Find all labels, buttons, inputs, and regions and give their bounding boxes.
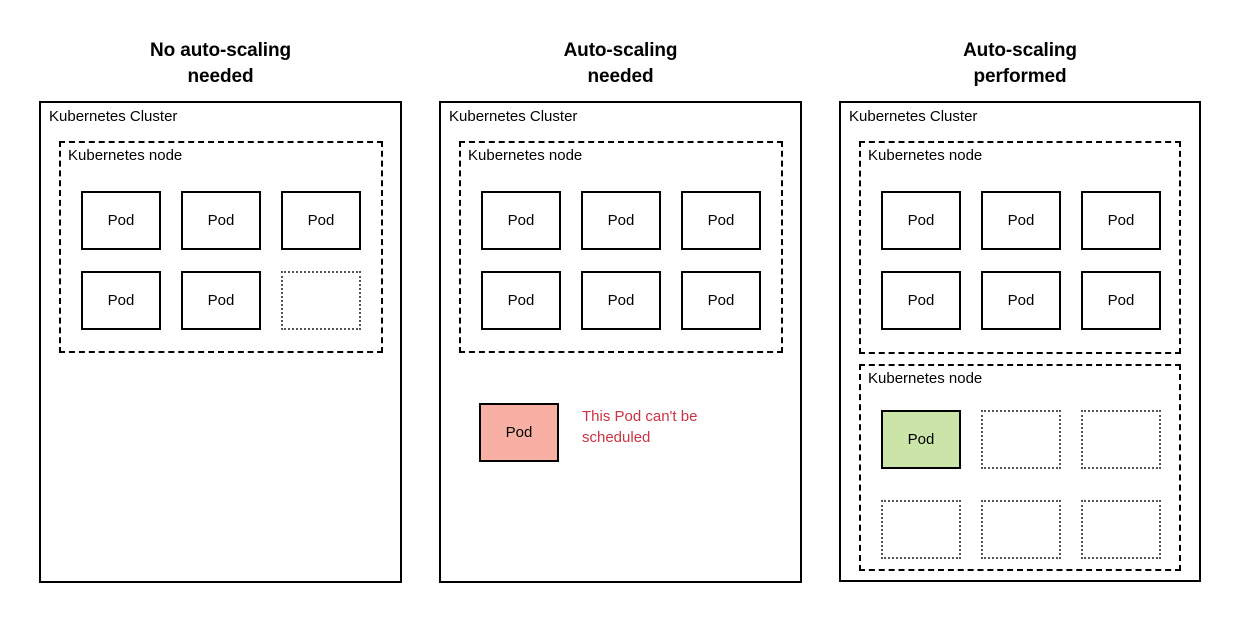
pod-box[interactable]: Pod bbox=[181, 271, 261, 330]
node-label: Kubernetes node bbox=[868, 147, 983, 164]
kubernetes-cluster-box: Kubernetes Cluster Kubernetes node Pod P… bbox=[439, 101, 802, 583]
unschedulable-pod-note: This Pod can't be scheduled bbox=[582, 408, 698, 446]
node-label: Kubernetes node bbox=[68, 147, 183, 164]
pod-label: Pod bbox=[507, 291, 535, 309]
pod-box[interactable]: Pod bbox=[881, 191, 961, 250]
pod-box[interactable]: Pod bbox=[681, 271, 761, 330]
panel-title: Auto-scaling needed bbox=[563, 40, 678, 87]
cluster-label: Kubernetes Cluster bbox=[849, 108, 978, 125]
pod-box[interactable]: Pod bbox=[81, 271, 161, 330]
pod-label: Pod bbox=[107, 291, 135, 309]
pod-box[interactable]: Pod bbox=[881, 271, 961, 330]
pod-label: Pod bbox=[107, 211, 135, 229]
pod-box[interactable]: Pod bbox=[981, 191, 1061, 250]
pod-label: Pod bbox=[1107, 211, 1135, 229]
pod-box[interactable]: Pod bbox=[881, 410, 961, 469]
kubernetes-cluster-box: Kubernetes Cluster Kubernetes node Pod P… bbox=[839, 101, 1201, 582]
pod-box[interactable]: Pod bbox=[481, 271, 561, 330]
unscheduled-pod-box[interactable]: Pod bbox=[479, 403, 559, 462]
cluster-label: Kubernetes Cluster bbox=[49, 108, 178, 125]
panel-title: Auto-scaling performed bbox=[963, 40, 1077, 87]
panel-title: No auto-scaling needed bbox=[149, 40, 291, 87]
cluster-label: Kubernetes Cluster bbox=[449, 108, 578, 125]
empty-pod-slot[interactable] bbox=[1081, 410, 1161, 469]
empty-pod-slot[interactable] bbox=[1081, 500, 1161, 559]
pod-label: Pod bbox=[907, 291, 935, 309]
kubernetes-node-box: Kubernetes node Pod bbox=[859, 364, 1181, 571]
pod-label: Pod bbox=[207, 211, 235, 229]
pod-label: Pod bbox=[207, 291, 235, 309]
pod-label: Pod bbox=[707, 211, 735, 229]
pod-box[interactable]: Pod bbox=[81, 191, 161, 250]
empty-pod-slot[interactable] bbox=[881, 500, 961, 559]
kubernetes-node-box: Kubernetes node Pod Pod Pod Pod Pod Pod bbox=[459, 141, 783, 353]
pod-box[interactable]: Pod bbox=[181, 191, 261, 250]
pod-box[interactable]: Pod bbox=[581, 191, 661, 250]
pod-label: Pod bbox=[907, 211, 935, 229]
pod-label: Pod bbox=[707, 291, 735, 309]
pod-label: Pod bbox=[1007, 291, 1035, 309]
empty-pod-slot[interactable] bbox=[981, 410, 1061, 469]
pod-label: Pod bbox=[907, 430, 935, 448]
pod-label: Pod bbox=[507, 211, 535, 229]
pod-box[interactable]: Pod bbox=[681, 191, 761, 250]
kubernetes-node-box: Kubernetes node Pod Pod Pod Pod Pod bbox=[59, 141, 383, 353]
node-label: Kubernetes node bbox=[868, 370, 983, 387]
pod-box[interactable]: Pod bbox=[481, 191, 561, 250]
node-label: Kubernetes node bbox=[468, 147, 583, 164]
pod-box[interactable]: Pod bbox=[1081, 191, 1161, 250]
pod-label: Pod bbox=[1007, 211, 1035, 229]
pod-label: Pod bbox=[307, 211, 335, 229]
empty-pod-slot[interactable] bbox=[281, 271, 361, 330]
pod-label: Pod bbox=[505, 423, 533, 441]
pod-box[interactable]: Pod bbox=[981, 271, 1061, 330]
pod-label: Pod bbox=[607, 291, 635, 309]
pod-box[interactable]: Pod bbox=[1081, 271, 1161, 330]
kubernetes-node-box: Kubernetes node Pod Pod Pod Pod Pod Pod bbox=[859, 141, 1181, 354]
pod-label: Pod bbox=[1107, 291, 1135, 309]
pod-label: Pod bbox=[607, 211, 635, 229]
pod-box[interactable]: Pod bbox=[581, 271, 661, 330]
kubernetes-cluster-box: Kubernetes Cluster Kubernetes node Pod P… bbox=[39, 101, 402, 583]
empty-pod-slot[interactable] bbox=[981, 500, 1061, 559]
pod-box[interactable]: Pod bbox=[281, 191, 361, 250]
